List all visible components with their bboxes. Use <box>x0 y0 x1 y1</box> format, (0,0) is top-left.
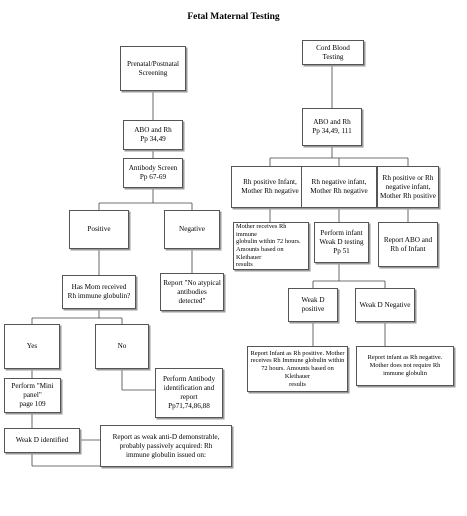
report-abo-rh-infant-box: Report ABO and Rh of Infant <box>378 222 438 267</box>
rh-positive-or-negative-box: Rh positive or Rh negative infant, Mothe… <box>377 166 439 208</box>
mini-panel-box: Perform "Mini panel" page 109 <box>4 378 61 413</box>
right-abo-rh-box: ABO and Rh Pp 34,49, 111 <box>302 108 362 146</box>
perform-antibody-box: Perform Antibody identification and repo… <box>155 368 223 418</box>
perform-infant-weak-d-box: Perform infant Weak D testing Pp 51 <box>314 222 369 263</box>
rh-negative-infant-box: Rh negative infant, Mother Rh negative <box>301 166 377 208</box>
negative-box: Negative <box>164 210 220 249</box>
prenatal-screening-box: Prenatal/Postnatal Screening <box>120 46 186 91</box>
antibody-screen-box: Antibody Screen Pp 67-69 <box>123 158 183 188</box>
has-mom-received-box: Has Mom received Rh immune globulin? <box>62 275 136 309</box>
report-infant-rh-positive-box: Report Infant as Rh positive. Mother rec… <box>247 346 348 392</box>
rh-positive-infant-box: Rh positive Infant, Mother Rh negative <box>231 166 309 208</box>
mother-receives-rh-box: Mother receives Rh immune globulin withi… <box>233 222 309 270</box>
yes-box: Yes <box>4 324 60 369</box>
left-abo-rh-box: ABO and Rh Pp 34,49 <box>123 120 183 150</box>
weak-d-identified-box: Weak D identified <box>4 428 80 453</box>
report-no-atypical-box: Report "No atypical antibodies detected" <box>160 273 224 311</box>
no-box: No <box>95 324 149 369</box>
cord-blood-testing-box: Cord Blood Testing <box>302 40 364 65</box>
page-title: Fetal Maternal Testing <box>187 12 280 22</box>
report-infant-rh-negative-box: Report infant as Rh negative. Mother doe… <box>356 346 454 386</box>
positive-box: Positive <box>69 210 129 249</box>
report-weak-anti-d-box: Report as weak anti-D demonstrable, prob… <box>100 425 232 467</box>
weak-d-positive-box: Weak D positive <box>288 288 338 322</box>
weak-d-negative-box: Weak D Negative <box>355 288 415 322</box>
